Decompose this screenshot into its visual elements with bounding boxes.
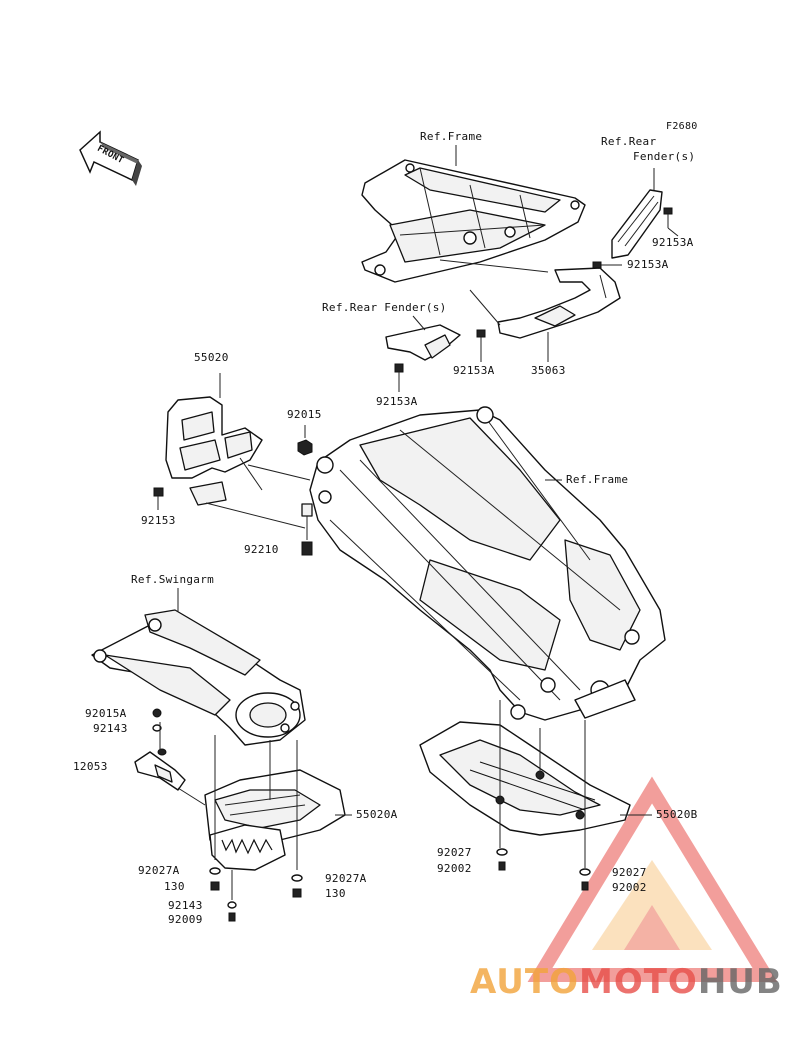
label-92210: 92210 — [244, 543, 279, 556]
label-92002-a: 92002 — [437, 862, 472, 875]
label-92015: 92015 — [287, 408, 322, 421]
label-92015A: 92015A — [85, 707, 127, 720]
label-130-a: 130 — [164, 880, 185, 893]
grab-rail-35063 — [497, 267, 621, 339]
label-92143-a: 92143 — [93, 722, 128, 735]
front-direction-arrow-icon — [79, 130, 142, 186]
bracket-12053 — [134, 748, 186, 791]
label-92143-b: 92143 — [168, 899, 203, 912]
washer-92027-a-icon — [496, 848, 508, 856]
label-92027A-a: 92027A — [138, 864, 180, 877]
swingarm-ref — [91, 609, 306, 746]
label-92027-b: 92027 — [612, 866, 647, 879]
watermark-text: AUTOMOTOHUB — [470, 962, 783, 1002]
bolt-92153A-a-icon — [663, 207, 673, 228]
rear-fender-bracket-left-ref — [385, 324, 461, 361]
label-ref-rear-fender-top-1: Ref.Rear — [601, 135, 657, 148]
label-92153A-a: 92153A — [652, 236, 694, 249]
rear-subframe-ref — [361, 159, 586, 283]
label-92153A-d: 92153A — [376, 395, 418, 408]
label-ref-frame-main: Ref.Frame — [566, 473, 629, 486]
bolt-92002-a-icon — [498, 861, 506, 871]
label-ref-swingarm: Ref.Swingarm — [131, 573, 215, 586]
diagram-code: F2680 — [666, 121, 698, 132]
washer-92027A-b-icon — [291, 874, 303, 882]
skid-plate-55020B — [419, 721, 631, 836]
bolt-92009-icon — [228, 912, 236, 922]
main-frame-ref — [309, 406, 666, 721]
watermark-part1: AUTOMOTO — [470, 962, 698, 1002]
label-55020: 55020 — [194, 351, 229, 364]
washer-92027A-a-icon — [209, 867, 221, 875]
label-92009: 92009 — [168, 913, 203, 926]
label-ref-rear-fender-top-2: Fender(s) — [633, 150, 696, 163]
washer-92143-a-icon — [152, 724, 162, 732]
bolt-92153A-c-icon — [476, 329, 486, 362]
watermark-logo-icon — [527, 776, 778, 982]
label-92153A-b: 92153A — [627, 258, 669, 271]
label-92027A-b: 92027A — [325, 872, 367, 885]
rear-fender-bracket-right-ref — [611, 189, 663, 259]
bolt-92002-b-icon — [581, 881, 589, 891]
bolt-130-a-icon — [210, 881, 220, 891]
label-35063: 35063 — [531, 364, 566, 377]
nut-92015A-icon — [152, 708, 162, 718]
label-92153A-c: 92153A — [453, 364, 495, 377]
label-130-b: 130 — [325, 887, 346, 900]
skid-plate-55020A — [204, 769, 346, 871]
label-92027-a: 92027 — [437, 846, 472, 859]
watermark-part2: HUB — [697, 962, 783, 1002]
bolt-92153-icon — [153, 487, 164, 510]
nut-92015-icon — [297, 425, 313, 456]
bolt-130-b-icon — [292, 888, 302, 898]
label-12053: 12053 — [73, 760, 108, 773]
washer-92143-b-icon — [227, 901, 237, 909]
watermark-moto: MOTO — [578, 962, 698, 1002]
watermark-auto: AUTO — [470, 962, 579, 1002]
guard-55020 — [165, 396, 263, 506]
washer-92027-b-icon — [579, 868, 591, 876]
label-ref-rear-fender-mid: Ref.Rear Fender(s) — [322, 301, 447, 314]
label-92153: 92153 — [141, 514, 176, 527]
label-ref-frame-top: Ref.Frame — [420, 130, 483, 143]
bolt-92153A-d-icon — [394, 363, 404, 392]
label-55020A: 55020A — [356, 808, 398, 821]
label-55020B: 55020B — [656, 808, 698, 821]
label-92002-b: 92002 — [612, 881, 647, 894]
collar-92210-icon — [301, 503, 313, 556]
